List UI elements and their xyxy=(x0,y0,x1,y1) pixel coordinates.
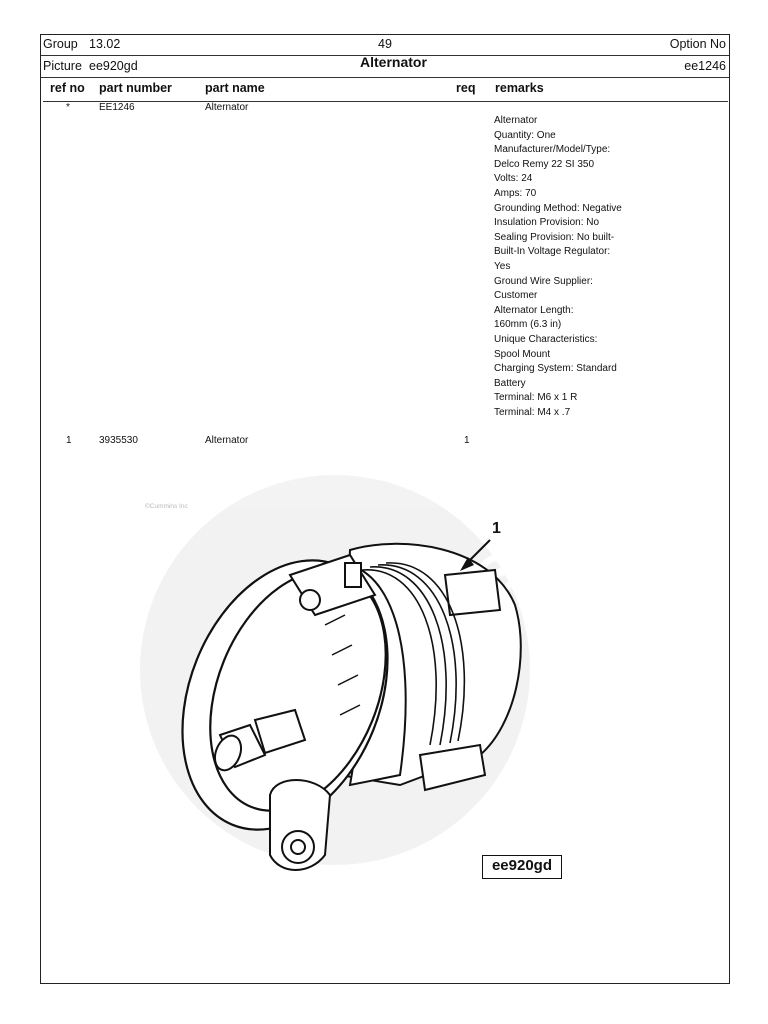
callout-arrow xyxy=(460,539,491,571)
remark-line: Manufacturer/Model/Type: xyxy=(494,144,611,156)
remark-line: Delco Remy 22 SI 350 xyxy=(494,158,595,170)
row-remarks: Alternator Quantity: One Manufacturer/Mo… xyxy=(494,114,622,420)
row-part-number: 3935530 xyxy=(99,435,138,446)
picture-label: Picture xyxy=(43,59,82,73)
picture-code-label: ee920gd xyxy=(482,855,562,879)
remark-line: Built-In Voltage Regulator: xyxy=(494,246,611,258)
page-title: Alternator xyxy=(360,54,427,70)
option-label: Option No xyxy=(669,37,726,51)
page-frame: Group 13.02 49 Option No Picture ee920gd… xyxy=(40,34,730,984)
group-label: Group xyxy=(43,37,78,51)
remark-line: Terminal: M4 x .7 xyxy=(494,406,571,418)
remark-line: Sealing Provision: No built- xyxy=(494,231,615,243)
remark-line: Insulation Provision: No xyxy=(494,217,600,229)
callout-number: 1 xyxy=(492,520,501,537)
row-part-number: EE1246 xyxy=(99,102,135,113)
remark-line: Alternator Length: xyxy=(494,304,574,316)
column-header-divider xyxy=(43,101,728,102)
remark-line: Terminal: M6 x 1 R xyxy=(494,392,578,404)
remark-line: Volts: 24 xyxy=(494,173,533,185)
remark-line: Battery xyxy=(494,377,526,389)
alternator-illustration: Cummins xyxy=(100,455,580,885)
row-ref: * xyxy=(66,102,70,113)
remark-line: Unique Characteristics: xyxy=(494,333,598,345)
column-header-ref-no: ref no xyxy=(50,81,85,95)
header-divider xyxy=(41,55,729,56)
alternator-drawing: Cummins xyxy=(140,475,533,871)
row-req: 1 xyxy=(464,435,470,446)
remark-line: Alternator xyxy=(494,115,538,126)
group-value: 13.02 xyxy=(89,37,121,51)
remark-line: Grounding Method: Negative xyxy=(494,202,622,214)
header-divider-2 xyxy=(41,77,729,78)
remark-line: Amps: 70 xyxy=(494,187,537,199)
picture-value: ee920gd xyxy=(89,59,138,73)
remark-line: Yes xyxy=(494,260,511,272)
page-number: 49 xyxy=(378,37,392,51)
option-value: ee1246 xyxy=(684,59,726,73)
remark-line: Customer xyxy=(494,290,538,302)
copyright-text: ©Cummins Inc xyxy=(145,503,188,510)
column-header-remarks: remarks xyxy=(495,81,544,95)
row-ref: 1 xyxy=(66,435,72,446)
row-part-name: Alternator xyxy=(205,435,249,446)
remark-line: Charging System: Standard xyxy=(494,363,617,375)
column-header-req: req xyxy=(456,81,476,95)
remark-line: Quantity: One xyxy=(494,129,556,141)
row-part-name: Alternator xyxy=(205,102,249,113)
remark-line: 160mm (6.3 in) xyxy=(494,319,562,331)
remark-line: Spool Mount xyxy=(494,348,551,360)
remark-line: Ground Wire Supplier: xyxy=(494,275,593,287)
column-header-part-name: part name xyxy=(205,81,265,95)
column-header-part-number: part number xyxy=(99,81,172,95)
